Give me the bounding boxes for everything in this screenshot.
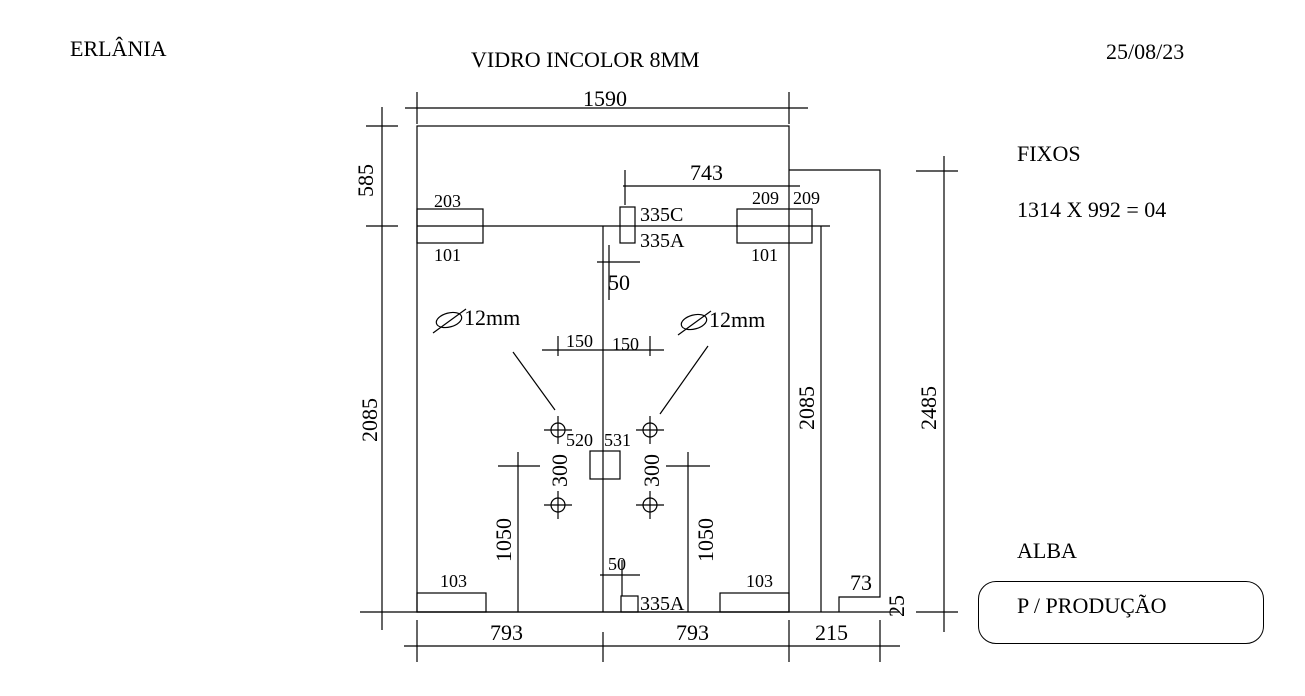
label-335a-bottom: 335A xyxy=(640,593,685,615)
label-793-right: 793 xyxy=(676,620,709,645)
label-2485: 2485 xyxy=(916,386,941,430)
label-fitting-209-side: 209 xyxy=(793,188,820,208)
label-2085-left: 2085 xyxy=(357,398,382,442)
label-fitting-203: 203 xyxy=(434,191,461,211)
fitting-center-top xyxy=(619,206,636,244)
date: 25/08/23 xyxy=(1106,39,1185,64)
label-12mm-right: 12mm xyxy=(709,307,765,332)
label-743: 743 xyxy=(690,160,723,185)
label-fitting-103-right: 103 xyxy=(746,571,773,591)
label-150-right: 150 xyxy=(612,334,639,354)
production-stamp xyxy=(978,581,1264,644)
label-585: 585 xyxy=(353,164,378,197)
label-fitting-103-left: 103 xyxy=(440,571,467,591)
production-stamp-text: P / PRODUÇÃO xyxy=(1017,593,1167,618)
label-2085-right: 2085 xyxy=(794,386,819,430)
label-793-left: 793 xyxy=(490,620,523,645)
diameter-symbol-left xyxy=(435,311,463,329)
label-50-top: 50 xyxy=(608,270,630,295)
fitting-bottom-right xyxy=(719,592,790,613)
label-520: 520 xyxy=(566,430,593,450)
lock-box xyxy=(589,450,621,480)
label-1050-right: 1050 xyxy=(693,518,718,562)
label-50-bottom: 50 xyxy=(608,554,626,574)
label-fitting-101-right: 101 xyxy=(751,245,778,265)
label-25: 25 xyxy=(884,595,909,617)
brand-label: ALBA xyxy=(1017,538,1077,563)
label-335c: 335C xyxy=(640,204,683,226)
label-fitting-101-left: 101 xyxy=(434,245,461,265)
label-300-right: 300 xyxy=(639,454,664,487)
fitting-top-left xyxy=(416,208,484,244)
label-300-left: 300 xyxy=(547,454,572,487)
hole-left-top xyxy=(544,416,572,444)
hole-left-bottom xyxy=(544,491,572,519)
label-335a-top: 335A xyxy=(640,230,685,252)
label-fitting-209: 209 xyxy=(752,188,779,208)
label-1590: 1590 xyxy=(583,86,627,111)
label-531: 531 xyxy=(604,430,631,450)
client-name: ERLÂNIA xyxy=(70,36,167,61)
label-1050-left: 1050 xyxy=(491,518,516,562)
leader-right xyxy=(659,345,709,415)
label-73: 73 xyxy=(850,570,872,595)
diameter-symbol-right xyxy=(680,313,708,331)
hole-right-bottom xyxy=(636,491,664,519)
hole-right-top xyxy=(636,416,664,444)
fitting-bottom-center xyxy=(620,595,639,613)
right-fixed-outline xyxy=(789,169,881,612)
fixos-spec: 1314 X 992 = 04 xyxy=(1017,197,1167,222)
page-title: VIDRO INCOLOR 8MM xyxy=(471,47,700,72)
label-215: 215 xyxy=(815,620,848,645)
label-150-left: 150 xyxy=(566,331,593,351)
fixos-label: FIXOS xyxy=(1017,141,1081,166)
fitting-bottom-left xyxy=(416,592,487,613)
label-12mm-left: 12mm xyxy=(464,305,520,330)
leader-left xyxy=(512,351,556,411)
